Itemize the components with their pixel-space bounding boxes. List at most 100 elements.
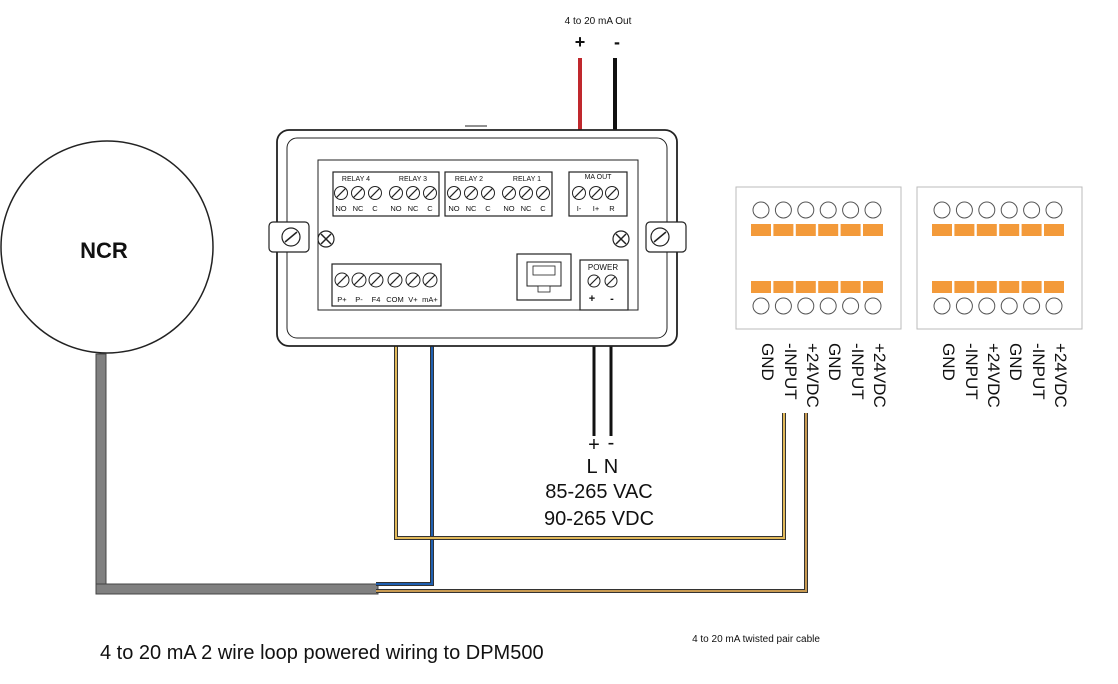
terminal-label: -INPUT [848, 343, 867, 400]
supply-plus: + [588, 434, 600, 456]
analog-output-title: 4 to 20 mA Out [565, 16, 632, 27]
supply-line: L [586, 456, 597, 478]
terminal-lever [751, 224, 771, 236]
screw-icon [368, 186, 382, 200]
screw-icon [387, 272, 403, 288]
terminal-lever [976, 224, 997, 236]
terminal-label: -INPUT [1029, 343, 1048, 400]
terminal-lever [932, 224, 952, 236]
rj-connector-icon [516, 253, 572, 301]
terminal-lever [1044, 281, 1064, 293]
terminal-hole [1023, 297, 1041, 315]
terminal-hole [1000, 201, 1018, 219]
terminal-hole [955, 201, 973, 219]
terminal-label: -INPUT [962, 343, 981, 400]
terminal-hole [1045, 297, 1063, 315]
screw-icon [464, 186, 478, 200]
ncr-sensor: NCR [0, 140, 379, 595]
relay-contact: C [485, 204, 491, 213]
terminal-label: GND [825, 343, 844, 381]
screw-icon [351, 272, 367, 288]
terminal-lever [1021, 224, 1042, 236]
terminal-label: GND [758, 343, 777, 381]
terminal-hole [864, 201, 882, 219]
terminal-label: GND [939, 343, 958, 381]
power-terminal: POWER + - [579, 259, 629, 311]
terminal-lever [840, 224, 861, 236]
input-term: P+ [337, 295, 347, 304]
relay-contact: NO [390, 204, 401, 213]
terminal-lever [795, 224, 816, 236]
power-supply-labels: + - L N 85-265 VAC 90-265 VDC [544, 432, 654, 530]
terminal-lever [954, 281, 975, 293]
relay-contact: NC [466, 204, 477, 213]
ma-out-terminal: MA OUT I- I+ R [568, 171, 628, 217]
terminal-hole [864, 297, 882, 315]
wires [376, 58, 808, 593]
screw-icon [405, 272, 421, 288]
terminal-hole [933, 297, 951, 315]
terminal-hole [978, 297, 996, 315]
screw-icon [612, 230, 630, 248]
screw-icon [281, 227, 301, 247]
terminal-lever [751, 281, 771, 293]
terminal-label: +24VDC [803, 343, 822, 408]
terminal-label: +24VDC [1051, 343, 1070, 408]
sensor-label: NCR [80, 238, 128, 263]
screw-icon [334, 272, 350, 288]
terminal-hole [819, 297, 837, 315]
dc-range: 90-265 VDC [544, 508, 654, 530]
terminal-lever [932, 281, 952, 293]
power-minus: - [610, 293, 614, 305]
relay-label: RELAY 2 [455, 176, 483, 183]
dpm500-meter: RELAY 4 RELAY 3 RELAY 2 RELAY 1 NO NC C … [268, 125, 687, 347]
terminal-lever [976, 281, 997, 293]
relay-contact: NC [353, 204, 364, 213]
input-terminal: P+ P- F4 COM V+ mA+ [331, 263, 442, 307]
screw-icon [334, 186, 348, 200]
terminal-hole [797, 297, 815, 315]
terminal-hole [752, 201, 770, 219]
input-term: mA+ [422, 295, 438, 304]
terminal-hole [978, 201, 996, 219]
terminal-hole [797, 201, 815, 219]
terminal-block-1: GND -INPUT +24VDC GND -INPUT +24VDC [735, 186, 902, 408]
relay-contact: C [540, 204, 546, 213]
terminal-lever [1044, 224, 1064, 236]
analog-output-plus: + [575, 32, 586, 52]
screw-icon [536, 186, 550, 200]
terminal-hole [1045, 201, 1063, 219]
terminal-hole [774, 297, 792, 315]
terminal-hole [842, 297, 860, 315]
terminal-label: +24VDC [870, 343, 889, 408]
terminal-hole [842, 201, 860, 219]
caption: 4 to 20 mA 2 wire loop powered wiring to… [100, 642, 544, 664]
terminal-lever [818, 224, 839, 236]
relay-contact: NO [503, 204, 514, 213]
relay-contact: NC [521, 204, 532, 213]
relay-contact: NO [335, 204, 346, 213]
terminal-lever [999, 224, 1020, 236]
screw-icon [519, 186, 533, 200]
input-term: F4 [372, 295, 381, 304]
screw-icon [368, 272, 384, 288]
terminal-label: +24VDC [984, 343, 1003, 408]
terminal-lever [773, 224, 794, 236]
relay-label: RELAY 1 [513, 176, 541, 183]
terminal-hole [752, 297, 770, 315]
screw-icon [423, 186, 437, 200]
screw-icon [605, 186, 619, 200]
terminal-hole [1023, 201, 1041, 219]
ma-out-term: I- [577, 204, 582, 213]
screw-icon [406, 186, 420, 200]
power-plus: + [589, 293, 595, 305]
terminal-hole [933, 201, 951, 219]
relay-contact: C [372, 204, 378, 213]
analog-output-labels: 4 to 20 mA Out + - [565, 16, 632, 52]
relay-contact: NC [408, 204, 419, 213]
screw-icon [351, 186, 365, 200]
screw-icon [447, 186, 461, 200]
terminal-lever [863, 281, 883, 293]
terminal-block-2: GND -INPUT +24VDC GND -INPUT +24VDC [916, 186, 1083, 408]
